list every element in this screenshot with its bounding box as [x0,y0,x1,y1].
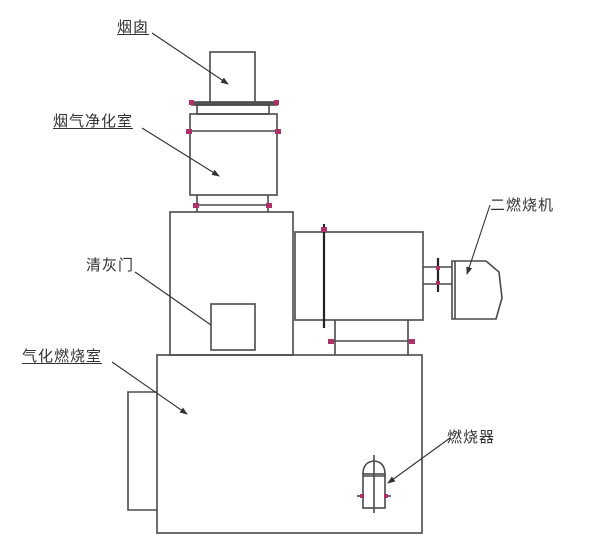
gasification-chamber-shape [156,354,423,534]
leader-secondary-burner [466,204,491,275]
label-gasification-combustion-chamber: 气化燃烧室 [22,347,103,365]
leader-gasification [111,361,188,415]
label-secondary-burner: 二燃烧机 [490,196,555,214]
ash-section-shape [169,211,294,356]
flange-bolts [186,100,440,498]
label-chimney: 烟囱 [117,18,150,36]
ash-cleaning-door-shape [210,303,256,351]
leader-chimney [151,32,229,85]
label-burner: 燃烧器 [447,428,496,446]
secondary-chamber-shape [294,231,424,321]
label-ash-cleaning-door: 清灰门 [86,256,135,274]
flue-gas-cleaning-room-shape [189,113,278,196]
leader-ash-door [134,271,212,326]
upper-collar [196,104,270,115]
burner-device-shape [357,455,391,513]
chimney-shape [209,51,256,104]
leader-burner [387,437,451,484]
secondary-burner-shape [451,260,503,320]
side-feed-box-shape [127,391,157,511]
label-flue-gas-cleaning-room: 烟气净化室 [53,112,134,130]
leader-cleaning-room [141,127,220,177]
